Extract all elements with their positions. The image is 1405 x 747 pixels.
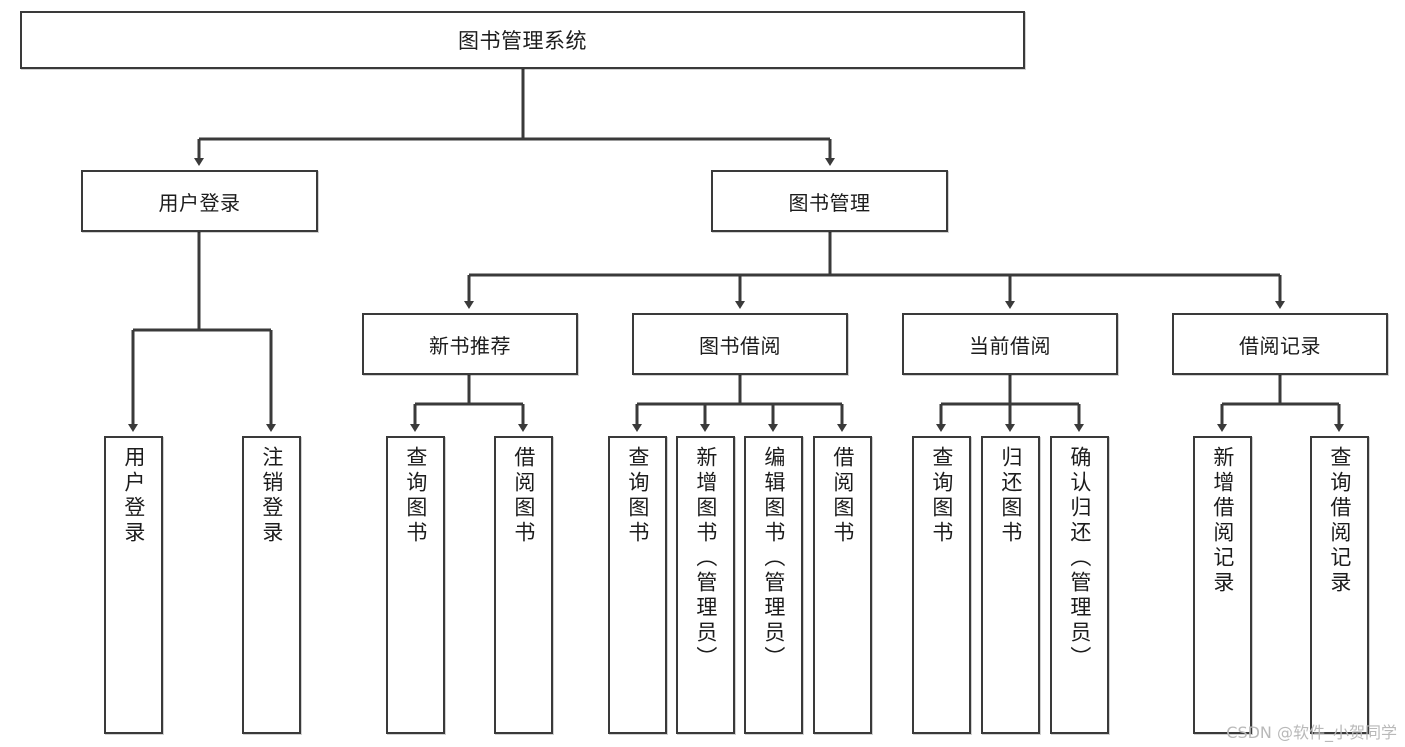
leaf-current-borrow-return-book[interactable]: 归还图书 — [981, 436, 1040, 734]
leaf-new-book-borrow-book[interactable]: 借阅图书 — [494, 436, 553, 734]
leaf-book-borrow-add-book-label: 新增图书（管理员） — [693, 446, 718, 671]
leaf-borrow-record-query-record[interactable]: 查询借阅记录 — [1310, 436, 1369, 734]
leaf-current-borrow-return-book-label: 归还图书 — [998, 446, 1023, 546]
node-borrow-record[interactable]: 借阅记录 — [1172, 313, 1388, 375]
leaf-borrow-record-add-record[interactable]: 新增借阅记录 — [1193, 436, 1252, 734]
node-new-book-recommend[interactable]: 新书推荐 — [362, 313, 578, 375]
node-current-borrow[interactable]: 当前借阅 — [902, 313, 1118, 375]
node-book-borrow[interactable]: 图书借阅 — [632, 313, 848, 375]
leaf-user-login-login[interactable]: 用户登录 — [104, 436, 163, 734]
leaf-new-book-query-book[interactable]: 查询图书 — [386, 436, 445, 734]
leaf-current-borrow-confirm-return[interactable]: 确认归还（管理员） — [1050, 436, 1109, 734]
node-book-management[interactable]: 图书管理 — [711, 170, 948, 232]
leaf-current-borrow-query-book-label: 查询图书 — [929, 446, 954, 546]
node-user-login-label: 用户登录 — [158, 190, 241, 215]
leaf-user-login-logout[interactable]: 注销登录 — [242, 436, 301, 734]
leaf-book-borrow-add-book[interactable]: 新增图书（管理员） — [676, 436, 735, 734]
node-book-borrow-label: 图书借阅 — [699, 333, 781, 358]
leaf-borrow-record-query-record-label: 查询借阅记录 — [1327, 446, 1352, 596]
leaf-current-borrow-query-book[interactable]: 查询图书 — [912, 436, 971, 734]
node-book-management-label: 图书管理 — [788, 190, 871, 215]
leaf-book-borrow-query-book-label: 查询图书 — [625, 446, 650, 546]
node-borrow-record-label: 借阅记录 — [1239, 333, 1321, 358]
node-user-login[interactable]: 用户登录 — [81, 170, 318, 232]
csdn-watermark: CSDN @软件_小贺同学 — [1226, 723, 1397, 742]
leaf-book-borrow-edit-book-label: 编辑图书（管理员） — [761, 446, 786, 671]
leaf-user-login-login-label: 用户登录 — [121, 446, 146, 546]
leaf-book-borrow-borrow-book[interactable]: 借阅图书 — [813, 436, 872, 734]
leaf-current-borrow-confirm-return-label: 确认归还（管理员） — [1067, 446, 1092, 671]
node-current-borrow-label: 当前借阅 — [969, 333, 1051, 358]
node-new-book-recommend-label: 新书推荐 — [429, 333, 511, 358]
leaf-book-borrow-borrow-book-label: 借阅图书 — [830, 446, 855, 546]
leaf-new-book-borrow-book-label: 借阅图书 — [511, 446, 536, 546]
node-root-system[interactable]: 图书管理系统 — [20, 11, 1025, 69]
node-root-system-label: 图书管理系统 — [458, 29, 587, 53]
leaf-user-login-logout-label: 注销登录 — [259, 446, 284, 546]
leaf-book-borrow-query-book[interactable]: 查询图书 — [608, 436, 667, 734]
leaf-book-borrow-edit-book[interactable]: 编辑图书（管理员） — [744, 436, 803, 734]
leaf-new-book-query-book-label: 查询图书 — [403, 446, 428, 546]
leaf-borrow-record-add-record-label: 新增借阅记录 — [1210, 446, 1235, 596]
